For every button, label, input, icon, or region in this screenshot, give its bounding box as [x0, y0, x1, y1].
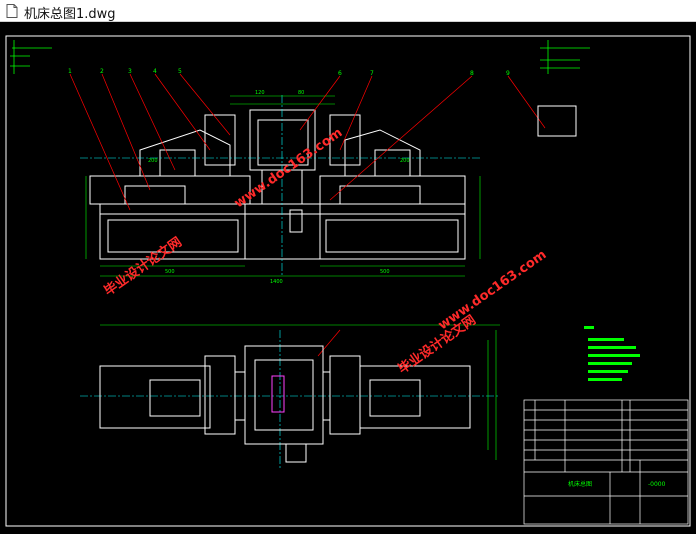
svg-text:9: 9: [506, 70, 510, 77]
svg-text:80: 80: [298, 90, 304, 96]
drawing-frame: [5, 35, 691, 527]
svg-text:4: 4: [153, 68, 157, 75]
window-title: 机床总图1.dwg: [24, 7, 116, 22]
workpiece-outline: [271, 375, 285, 413]
drawing-name: 机床总图: [568, 480, 592, 488]
document-icon: [6, 4, 18, 18]
corner-marker-left: [10, 40, 52, 74]
svg-text:1: 1: [68, 68, 72, 75]
svg-text:7: 7: [370, 70, 374, 77]
svg-text:500: 500: [165, 269, 175, 275]
svg-text:2: 2: [100, 68, 104, 75]
front-elevation: [89, 109, 466, 260]
svg-text:500: 500: [380, 269, 390, 275]
svg-text:200: 200: [148, 158, 158, 164]
svg-text:120: 120: [255, 90, 265, 96]
dimension-lines: [85, 95, 500, 460]
corner-marker-right: [540, 40, 590, 74]
dimension-labels: 120 80 500 500 1400 200 200: [148, 90, 410, 285]
watermark-site-1: www.doc163.com: [232, 125, 346, 211]
svg-text:8: 8: [470, 70, 474, 77]
watermark-site-2: www.doc163.com: [436, 247, 550, 333]
cad-drawing-canvas[interactable]: 120 80 500 500 1400 200 200 1 2 3 4 5 6 7 8 9: [0, 22, 696, 529]
svg-text:6: 6: [338, 70, 342, 77]
technical-notes: [584, 326, 640, 381]
balloon-numbers: 1 2 3 4 5 6 7 8 9: [68, 68, 510, 77]
svg-text:200: 200: [400, 158, 410, 164]
cad-drawing: 120 80 500 500 1400 200 200 1 2 3 4 5 6 7 8 9: [5, 35, 691, 527]
svg-text:5: 5: [178, 68, 182, 75]
watermark: www.doc163.com 毕业设计论文网 www.doc163.com 毕业…: [101, 125, 549, 377]
watermark-brand-1: 毕业设计论文网: [101, 234, 185, 299]
title-bar: 机床总图1.dwg: [0, 0, 696, 22]
detail-box: [537, 105, 577, 137]
title-block: [523, 399, 689, 525]
centerlines: [80, 95, 500, 470]
leader-lines: [69, 73, 546, 357]
plan-view: [99, 345, 471, 463]
svg-text:1400: 1400: [270, 279, 283, 285]
drawing-number: -0000: [648, 481, 666, 488]
svg-text:3: 3: [128, 68, 132, 75]
